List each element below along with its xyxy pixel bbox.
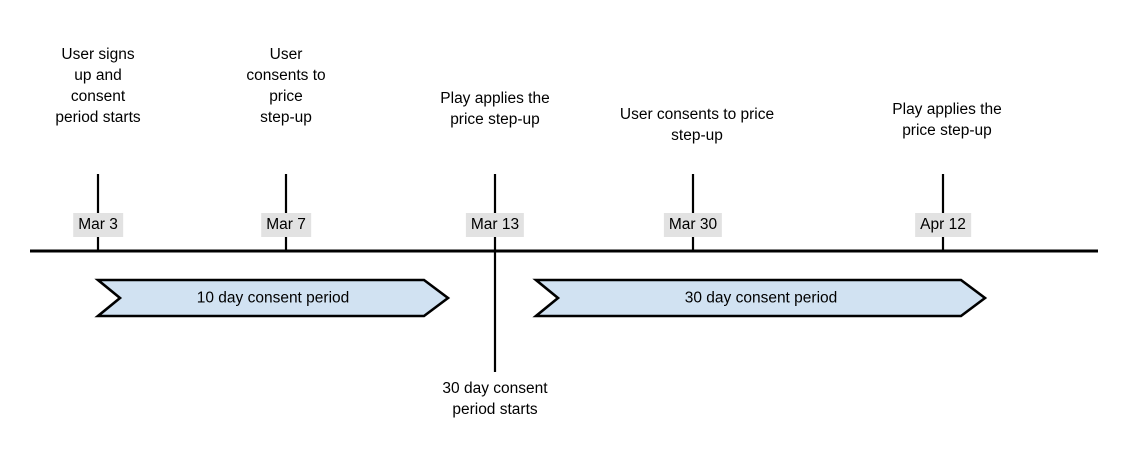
banner-label-30-day: 30 day consent period xyxy=(684,289,838,307)
banner-label-10-day: 10 day consent period xyxy=(196,289,350,307)
below-note-30-day-start: 30 day consent period starts xyxy=(442,380,548,418)
event-description-apr-12: Play applies the price step-up xyxy=(892,101,1002,139)
event-description-mar-30: User consents to price step-up xyxy=(619,106,775,144)
event-description-mar-13: Play applies the price step-up xyxy=(440,90,550,128)
date-chip-mar-30: Mar 30 xyxy=(663,213,723,237)
date-chip-apr-12: Apr 12 xyxy=(915,213,971,237)
date-chip-mar-7: Mar 7 xyxy=(261,213,311,237)
date-chip-mar-13: Mar 13 xyxy=(465,213,525,237)
date-chip-mar-3: Mar 3 xyxy=(73,213,123,237)
event-description-mar-7: User consents to price step-up xyxy=(246,46,326,126)
event-description-mar-3: User signs up and consent period starts xyxy=(55,46,141,126)
